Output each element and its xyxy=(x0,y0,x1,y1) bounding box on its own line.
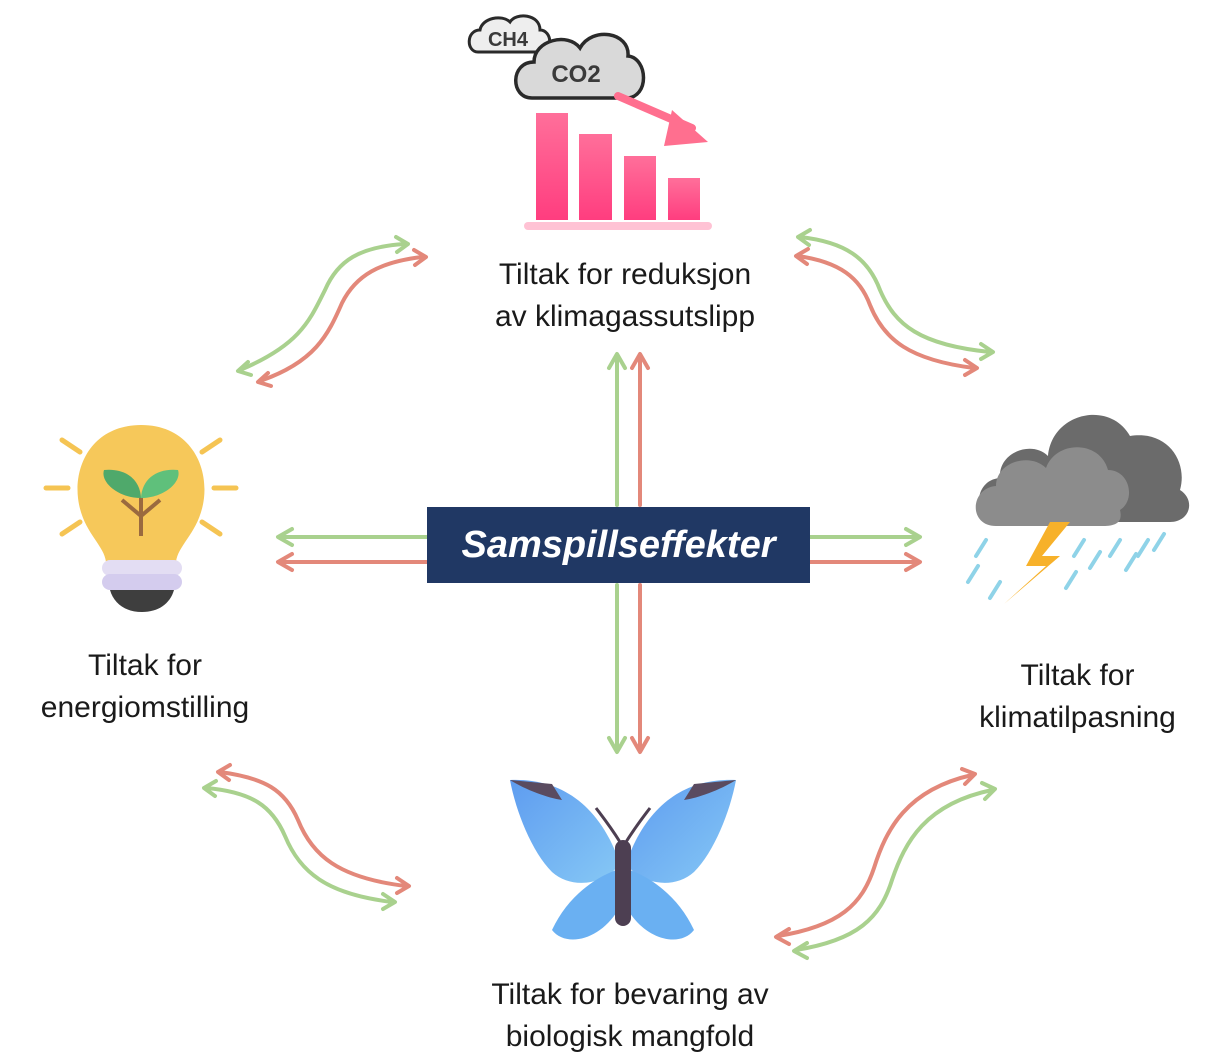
node-label-top-line1: Tiltak for reduksjon xyxy=(498,258,752,291)
light-rays-icon xyxy=(43,437,239,537)
storm-cloud-icon xyxy=(966,414,1190,604)
node-label-top-line2: av klimagassutslipp xyxy=(494,300,756,333)
lightning-bolt-icon xyxy=(1004,522,1070,604)
node-label-left-line2: energiomstilling xyxy=(40,691,250,724)
chart-bar-2 xyxy=(579,134,612,220)
chart-bar-4 xyxy=(668,178,700,220)
node-label-left: Tiltak for energiomstilling xyxy=(0,645,290,729)
arrow-left-top-red xyxy=(258,255,424,383)
lightbulb-sprout-icon xyxy=(43,425,239,612)
node-label-bottom-line1: Tiltak for bevaring av xyxy=(491,978,769,1011)
chart-baseline xyxy=(524,222,712,230)
center-box: Samspillseffekter xyxy=(427,507,810,583)
arrow-left-bottom-green xyxy=(204,786,394,904)
butterfly-icon xyxy=(510,779,736,940)
arrow-bottom-right-green xyxy=(794,788,994,952)
rain-icon xyxy=(966,532,1166,600)
methane-cloud-icon: CH4 xyxy=(467,14,552,54)
node-label-right: Tiltak for klimatilpasning xyxy=(950,655,1205,739)
node-label-left-line1: Tiltak for xyxy=(88,649,202,682)
arrow-top-right-red xyxy=(796,254,976,370)
carbon-dioxide-cloud-icon: CO2 xyxy=(514,32,646,100)
node-label-top: Tiltak for reduksjon av klimagassutslipp xyxy=(420,254,830,338)
arrow-bottom-right-red xyxy=(776,773,974,938)
arrow-left-bottom-red xyxy=(218,770,408,888)
chart-bar-1 xyxy=(536,113,568,220)
arrow-left-top-green xyxy=(238,242,406,372)
carbon-dioxide-label: CO2 xyxy=(551,61,600,88)
emissions-reduction-chart-icon: CH4 CO2 xyxy=(467,14,712,230)
decrease-arrowhead-icon xyxy=(664,110,708,146)
center-arrows xyxy=(276,352,922,754)
arrow-top-right-green xyxy=(798,235,992,354)
node-label-right-line1: Tiltak for xyxy=(1020,659,1135,692)
node-label-bottom-line2: biologisk mangfold xyxy=(505,1020,755,1053)
outer-arrows xyxy=(202,228,997,960)
node-label-right-line2: klimatilpasning xyxy=(979,701,1176,734)
chart-bar-3 xyxy=(624,156,656,220)
center-label: Samspillseffekter xyxy=(461,523,776,566)
methane-label: CH4 xyxy=(488,29,529,51)
node-label-bottom: Tiltak for bevaring av biologisk mangfol… xyxy=(420,974,840,1058)
